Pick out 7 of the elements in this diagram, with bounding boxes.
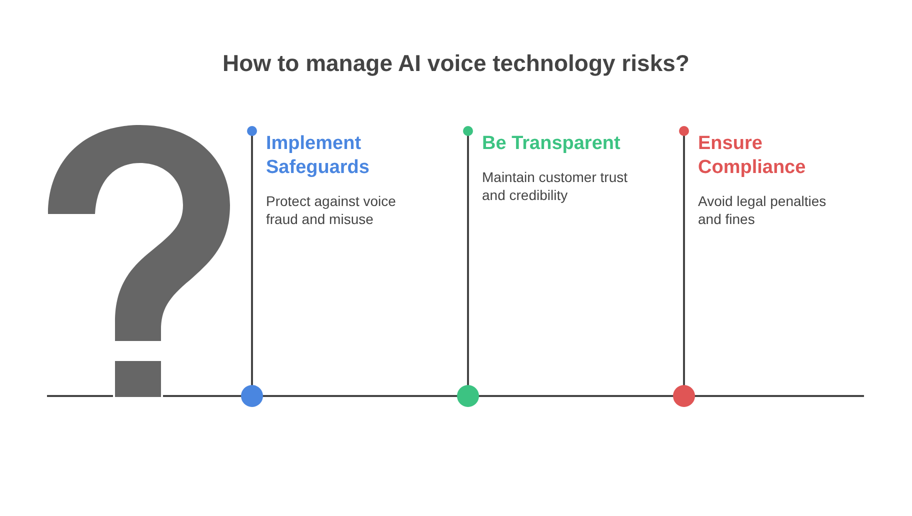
step-description: Protect against voice fraud and misuse [266,192,397,228]
step-description: Maintain customer trust and credibility [482,168,628,204]
step-description: Avoid legal penalties and fines [698,192,828,228]
step-heading: Ensure Compliance [698,132,807,180]
title: How to manage AI voice technology risks? [222,50,690,77]
step-heading: Implement Safeguards [266,132,370,180]
step-heading: Be Transparent [482,132,622,156]
